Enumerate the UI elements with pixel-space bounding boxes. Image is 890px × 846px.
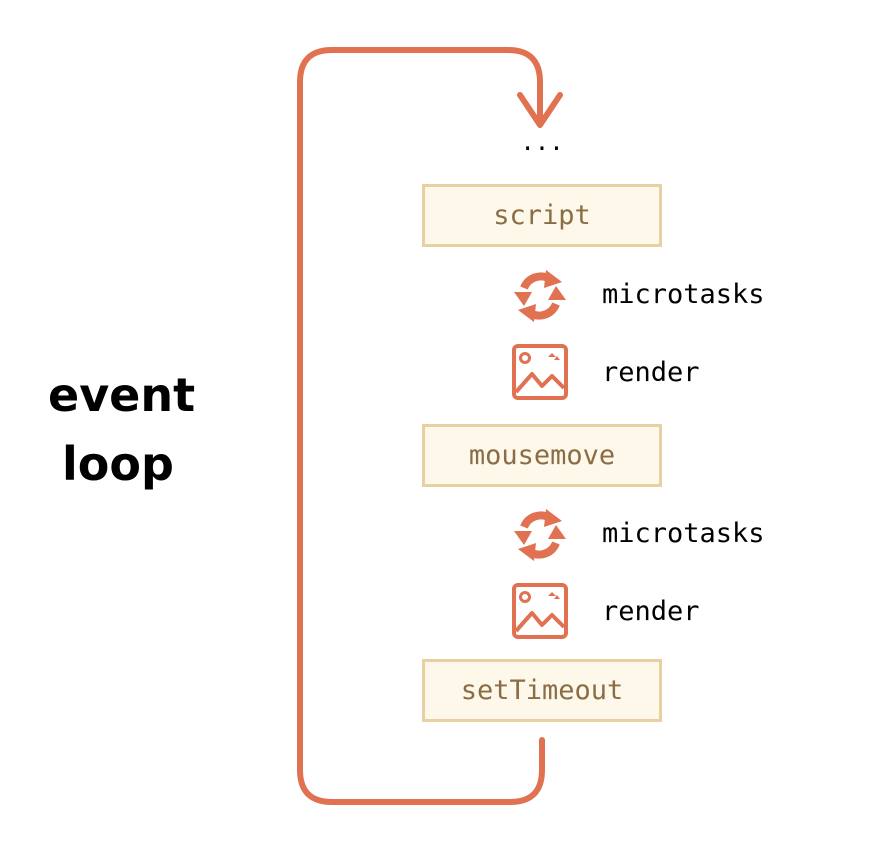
task-script: script — [422, 184, 662, 247]
task-settimeout: setTimeout — [422, 659, 662, 722]
image-picture-icon — [512, 344, 568, 400]
diagram-title-event: event — [48, 368, 196, 422]
task-mousemove: mousemove — [422, 424, 662, 487]
render-label-2: render — [602, 596, 700, 627]
image-picture-icon — [512, 583, 568, 639]
microtasks-label-1: microtasks — [602, 279, 765, 310]
loop-arrowhead — [517, 92, 563, 128]
refresh-cycle-icon — [514, 509, 566, 561]
refresh-cycle-icon — [514, 270, 566, 322]
loop-arrow-path — [297, 47, 545, 805]
microtasks-label-2: microtasks — [602, 518, 765, 549]
render-label-1: render — [602, 357, 700, 388]
diagram-title-loop: loop — [62, 437, 174, 491]
ellipsis: ... — [520, 128, 564, 156]
